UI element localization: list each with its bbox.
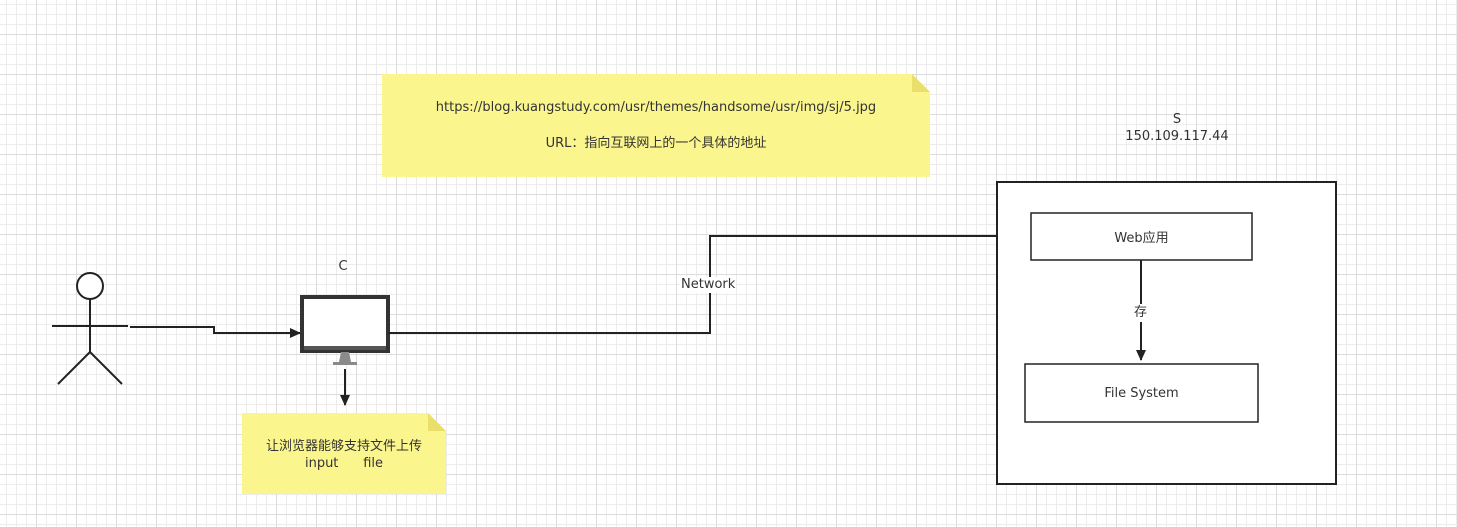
- url-note-fold: [912, 74, 930, 92]
- file-system-label: File System: [1104, 385, 1179, 401]
- url-note-url-text: https://blog.kuangstudy.com/usr/themes/h…: [435, 100, 877, 115]
- store-label: 存: [1133, 304, 1149, 322]
- web-app-label: Web应用: [1114, 231, 1169, 246]
- client-name-label: C: [338, 259, 348, 274]
- server-ip-label: 150.109.117.44: [1125, 129, 1229, 144]
- url-note-shape[interactable]: [382, 74, 930, 177]
- user-to-client-arrow[interactable]: [130, 326, 301, 338]
- user-actor[interactable]: [52, 272, 128, 385]
- upload-note-line1: 让浏览器能够支持文件上传: [265, 439, 422, 454]
- upload-note-fold: [428, 413, 446, 431]
- web-app-box[interactable]: [1030, 212, 1253, 261]
- upload-note-line2: input file: [304, 456, 384, 471]
- upload-note-shape[interactable]: [242, 413, 446, 494]
- file-system-box[interactable]: [1024, 363, 1259, 423]
- computer-monitor-icon[interactable]: [300, 295, 390, 365]
- url-note-description-text: URL：指向互联网上的一个具体的地址: [545, 136, 767, 151]
- server-name-label: S: [1172, 112, 1182, 127]
- network-label: Network: [680, 277, 737, 293]
